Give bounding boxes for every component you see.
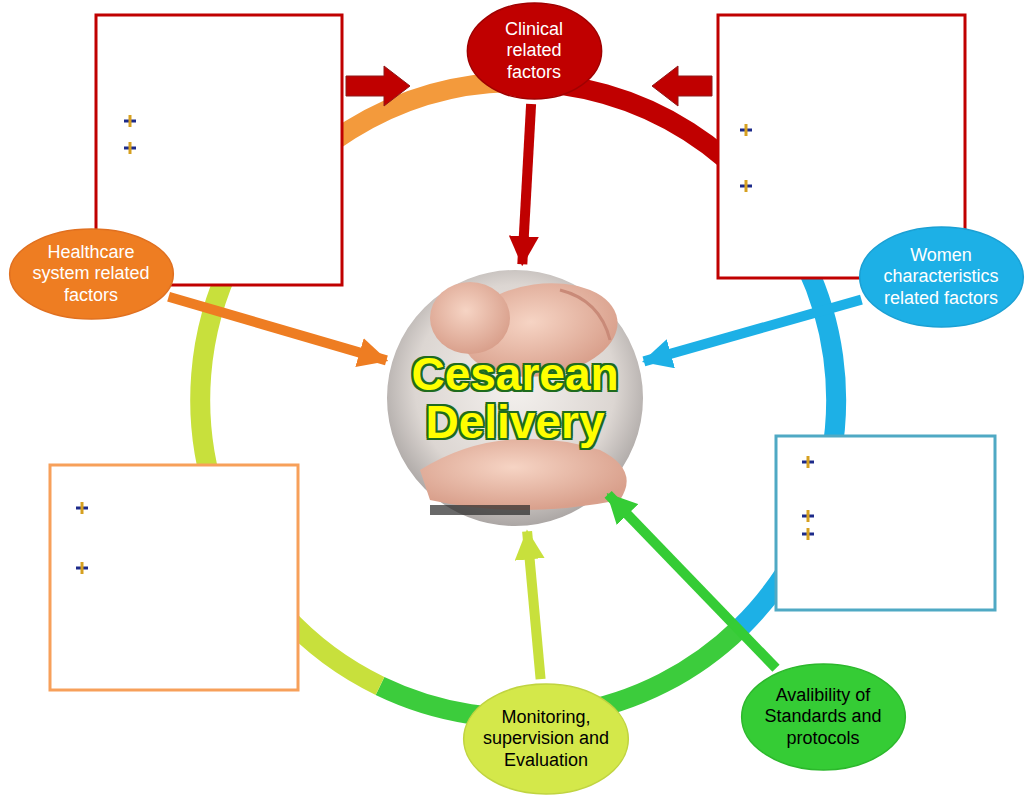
healthcare-ellipse: Healthcare system related factors — [8, 228, 175, 320]
center-circle: Cesarean Delivery — [385, 268, 645, 528]
block-arrow — [608, 494, 776, 668]
factor-label: Monitoring, supervision and Evaluation — [479, 707, 613, 772]
block-arrow — [522, 104, 531, 264]
block-arrow — [644, 300, 862, 362]
block-arrow — [169, 297, 387, 361]
monitoring-ellipse: Monitoring, supervision and Evaluation — [462, 683, 630, 795]
factor-label: Women characteristics related factors — [875, 245, 1008, 310]
standards-ellipse: Avalibility of Standards and protocols — [740, 663, 907, 771]
women-ellipse: Women characteristics related factors — [858, 226, 1025, 328]
factor-label: Healthcare system related factors — [25, 242, 158, 307]
clinical-ellipse: Clinical related factors — [466, 2, 603, 100]
factor-label: Clinical related factors — [480, 19, 589, 84]
factor-label: Avalibility of Standards and protocols — [757, 685, 890, 750]
block-arrow — [527, 531, 541, 679]
center-title: Cesarean Delivery — [411, 350, 619, 447]
